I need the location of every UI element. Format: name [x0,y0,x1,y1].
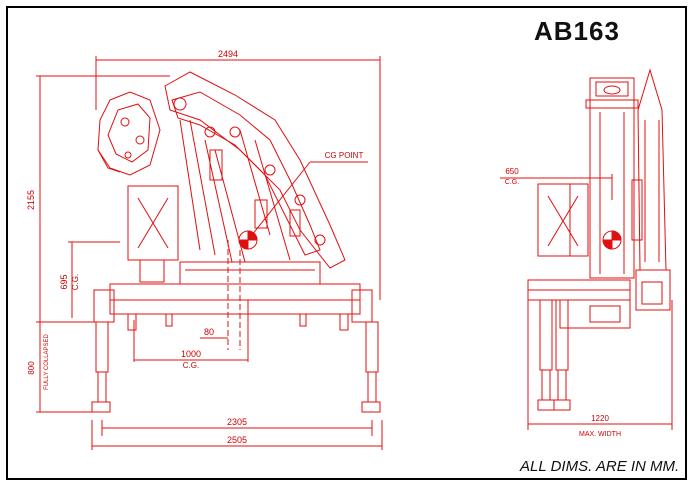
dimensions-note: ALL DIMS. ARE IN MM. [520,458,680,475]
dim-overall-length: 2494 [218,49,238,59]
dim-collapsed-value: 800 [27,361,36,375]
dim-side-cg: 650 [505,167,519,176]
end-elevation-view [500,68,673,430]
dim-outrigger-outer: 2505 [227,435,247,445]
drawing-frame [6,6,687,480]
dim-cg-offset-unit: C.G. [183,361,199,370]
model-title: AB163 [534,16,620,46]
dim-height: 2155 [26,190,36,210]
dim-max-width: 1220 [591,414,609,423]
dim-offset-80: 80 [204,327,214,337]
cg-point-label: CG POINT [325,151,364,160]
dim-max-width-label: MAX. WIDTH [579,431,621,438]
dim-side-cg-unit: C.G. [505,179,519,186]
dim-outrigger-inner: 2305 [227,417,247,427]
dim-collapsed-label: FULLY COLLAPSED [44,333,50,389]
side-elevation-view [36,56,383,450]
dim-cg-height: 695 [59,274,69,289]
dim-cg-offset: 1000 [181,349,201,359]
dim-cg-height-unit: C.G. [71,274,80,290]
